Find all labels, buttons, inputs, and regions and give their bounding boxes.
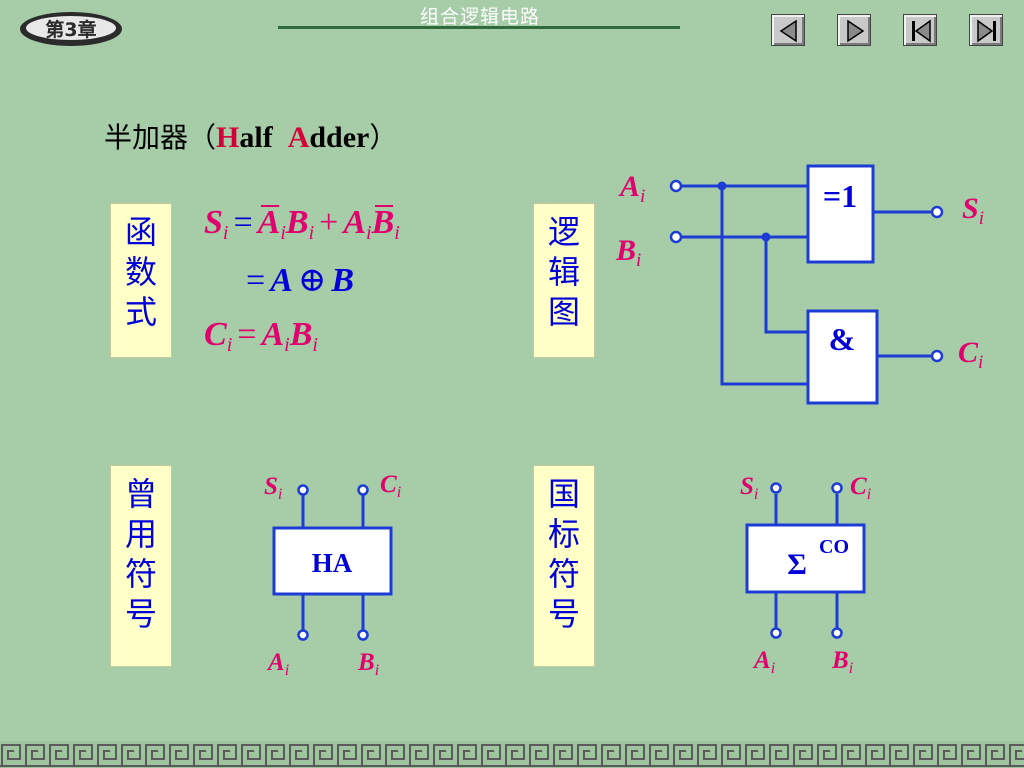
carry-equals: =	[237, 316, 257, 353]
sigma-a-label: Ai	[752, 647, 775, 677]
xor-operator: ⊕	[297, 262, 327, 299]
nav-next-button[interactable]	[837, 14, 871, 46]
heading-a-cap: A	[287, 121, 310, 154]
heading-h-cap: H	[216, 121, 240, 154]
logic-c-label: Ci	[958, 336, 983, 373]
and-gate	[806, 309, 879, 405]
b-bar: B	[371, 204, 395, 241]
logic-s-label: Si	[962, 192, 984, 229]
nav-prev-button[interactable]	[771, 14, 805, 46]
title-divider	[278, 26, 680, 29]
sum-subscript: i	[222, 222, 229, 244]
and-gate-label: &	[829, 321, 856, 357]
logic-diagram-label: 逻辑图	[533, 203, 595, 358]
ha-label: HA	[312, 548, 353, 578]
ha-pin-labels: Si Ci Ai Bi	[264, 471, 401, 679]
xor-gate-label: =1	[823, 178, 857, 214]
sigma-label: Σ	[787, 548, 807, 581]
xor-equals: =	[246, 262, 266, 299]
section-heading: 半加器（Half Adder）	[104, 116, 397, 156]
heading-a-rest: dder	[309, 121, 370, 154]
sum-plus: +	[319, 204, 339, 241]
nav-last-button[interactable]	[969, 14, 1003, 46]
skip-to-last-icon	[977, 19, 996, 43]
skip-to-first-icon	[912, 19, 931, 43]
carry-subscript: i	[226, 334, 233, 356]
sigma-b-label: Bi	[831, 647, 853, 677]
old-symbol-label: 曾用符号	[110, 465, 172, 667]
a-term: A	[343, 204, 367, 241]
terminals	[297, 179, 944, 641]
ha-c-label: Ci	[380, 471, 401, 501]
function-label: 函数式	[110, 203, 172, 358]
carry-a: A	[261, 316, 285, 353]
b-bar-subscript: i	[394, 222, 400, 244]
ha-b-label: Bi	[357, 649, 379, 679]
sum-symbol: S	[204, 204, 223, 241]
logic-b-label: Bi	[615, 234, 641, 271]
heading-h-rest: alf	[239, 121, 273, 154]
xor-a: A	[270, 262, 293, 299]
logic-a-label: Ai	[618, 170, 645, 207]
triangle-right-icon	[847, 19, 865, 43]
std-symbol-label: 国标符号	[533, 465, 595, 667]
carry-b-subscript: i	[312, 334, 318, 356]
sigma-pin-labels: Si Ci Ai Bi	[740, 473, 871, 677]
fret-border	[0, 741, 1024, 768]
carry-formula: Ci=AiBi	[204, 316, 318, 357]
junction-dot-b	[761, 232, 771, 242]
page-title: 组合逻辑电路	[419, 6, 540, 28]
xor-gate	[806, 164, 875, 264]
nav-first-button[interactable]	[903, 14, 937, 46]
carry-a-subscript: i	[284, 334, 290, 356]
junction-dot-a	[717, 181, 727, 191]
logic-wires	[301, 184, 932, 630]
sum-formula: Si=AiBi+AiBi	[204, 204, 400, 245]
carry-symbol: C	[204, 316, 227, 353]
chapter-badge: 第3章	[20, 12, 122, 46]
sum-equals: =	[233, 204, 253, 241]
xor-formula: =A⊕B	[246, 260, 354, 300]
a-bar: A	[257, 204, 281, 241]
a-term-subscript: i	[366, 222, 372, 244]
heading-cjk: 半加器（	[104, 121, 217, 154]
sigma-block	[745, 523, 866, 594]
ha-block	[272, 526, 393, 596]
sigma-c-label: Ci	[850, 473, 871, 503]
sigma-s-label: Si	[740, 473, 758, 503]
co-label: CO	[819, 536, 849, 558]
ha-a-label: Ai	[266, 649, 289, 679]
a-bar-subscript: i	[280, 222, 286, 244]
chapter-badge-text: 第3章	[45, 18, 96, 41]
logic-pin-labels: Ai Bi Si Ci	[615, 170, 984, 373]
b-term-subscript: i	[308, 222, 315, 244]
carry-b: B	[289, 316, 313, 353]
xor-b: B	[331, 262, 355, 299]
b-term: B	[285, 204, 309, 241]
heading-close: ）	[369, 121, 398, 154]
triangle-left-icon	[779, 19, 797, 43]
ha-s-label: Si	[264, 473, 282, 503]
